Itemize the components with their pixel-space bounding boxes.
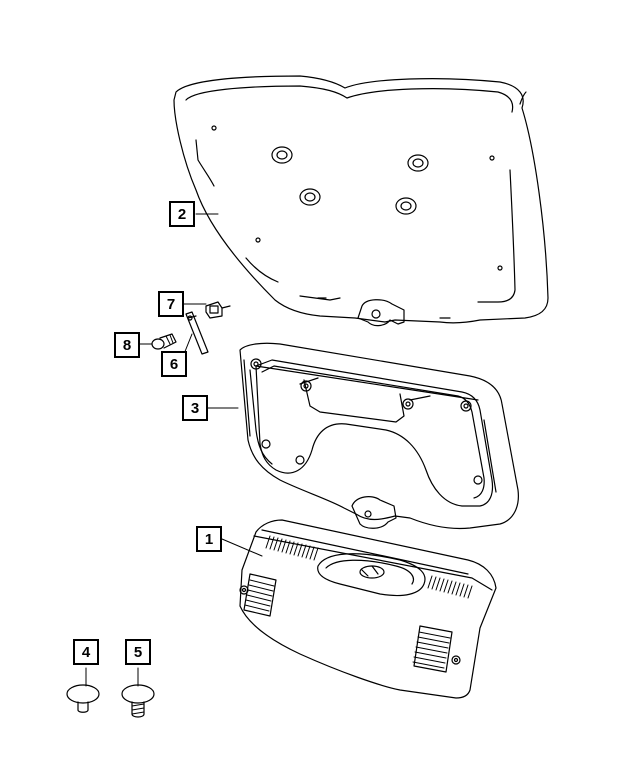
callout-part-8: 8 (114, 332, 140, 358)
callout-part-1: 1 (196, 526, 222, 552)
callout-part-2: 2 (169, 201, 195, 227)
part-1-lower-trim-panel (239, 519, 497, 699)
grommet-bottom-right (395, 197, 417, 215)
frame-boss (250, 358, 483, 485)
part-2-upper-trim-panel (173, 75, 549, 327)
grommet-bottom-left (299, 188, 321, 206)
callout-part-6: 6 (161, 351, 187, 377)
callout-part-7: 7 (158, 291, 184, 317)
grommet-top-right (407, 154, 429, 172)
callout-part-5: 5 (125, 639, 151, 665)
upper-right-vent (427, 575, 473, 599)
part-3-liftgate-frame (239, 342, 519, 530)
part-7-clip (205, 301, 231, 319)
upper-left-vent (265, 535, 319, 561)
lower-right-grille (412, 625, 453, 673)
grommet-top-left (271, 146, 293, 164)
part-4-push-pin (66, 684, 100, 713)
part-5-screw-pin (121, 684, 155, 718)
part-8-screw (151, 333, 177, 350)
callout-part-3: 3 (182, 395, 208, 421)
leader-lines (85, 213, 263, 687)
lower-left-grille (243, 573, 277, 617)
part-6-strap (185, 311, 209, 355)
callout-part-4: 4 (73, 639, 99, 665)
